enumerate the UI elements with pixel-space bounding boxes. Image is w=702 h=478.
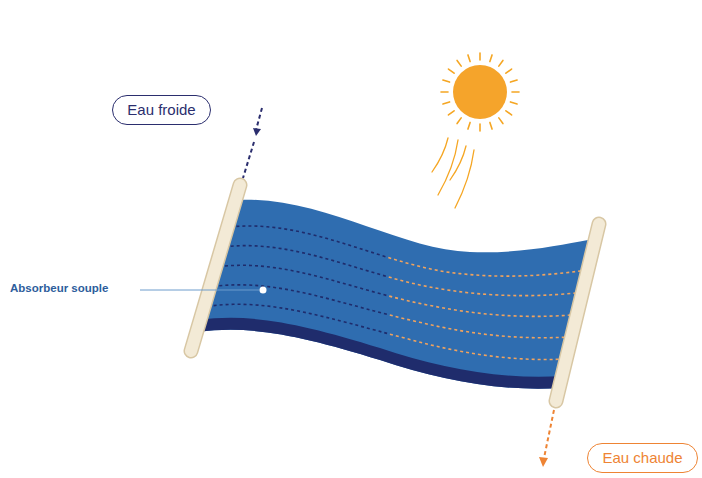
sun-ray [512,91,519,93]
sun-ray [468,55,470,62]
sun-ray [468,122,470,129]
sun-ray [443,80,450,82]
cold-channel [219,285,388,338]
cold-channel [236,226,388,276]
sun-symbol [432,53,519,208]
sun-ray [448,69,454,73]
sun-ray [506,69,512,73]
sun-ray [510,80,517,82]
hot-water-flow [544,410,554,458]
sun-ray [479,124,481,131]
absorber-sheet [198,200,588,389]
pill-text: Eau froide [127,101,195,119]
hot-channel [388,265,583,316]
sun-ray [490,122,492,129]
sun-beam [432,138,448,172]
right-roller [556,224,599,401]
sun-ray [510,102,517,104]
hot-channel [388,304,575,359]
left-roller [191,185,240,351]
sun-beam [450,146,466,180]
absorber-base [198,318,563,389]
sun-ray [457,118,461,124]
leader-line [140,290,259,291]
pill-text: Eau chaude [602,449,682,467]
input-pill: Eau froide [112,95,211,125]
sun-ray [490,55,492,62]
hot-channel [388,226,591,276]
sun-disc [453,65,507,119]
sun-ray [506,111,512,115]
cold-channel [214,304,388,359]
cold-water-flow [243,142,254,178]
sun-ray [441,91,448,93]
sun-ray [499,118,503,124]
sun-ray [499,60,503,66]
cold-water-flow [256,108,262,130]
leader-dot [260,287,267,294]
roller-outline [556,224,599,401]
sun-beam [455,150,474,208]
output-pill: Eau chaude [587,443,698,473]
sun-ray [448,111,454,115]
cold-channel [231,246,388,296]
sun-beam [438,140,458,195]
sun-ray [479,53,481,60]
flexible-absorber [198,200,591,389]
arrow-head [539,457,548,467]
hot-channel [388,246,587,296]
roller-outline [191,185,240,351]
arrow-head [253,128,261,136]
part-label: Absorbeur souple [8,282,110,294]
sun-ray [457,60,461,66]
sun-ray [443,102,450,104]
hot-channel [388,285,579,338]
